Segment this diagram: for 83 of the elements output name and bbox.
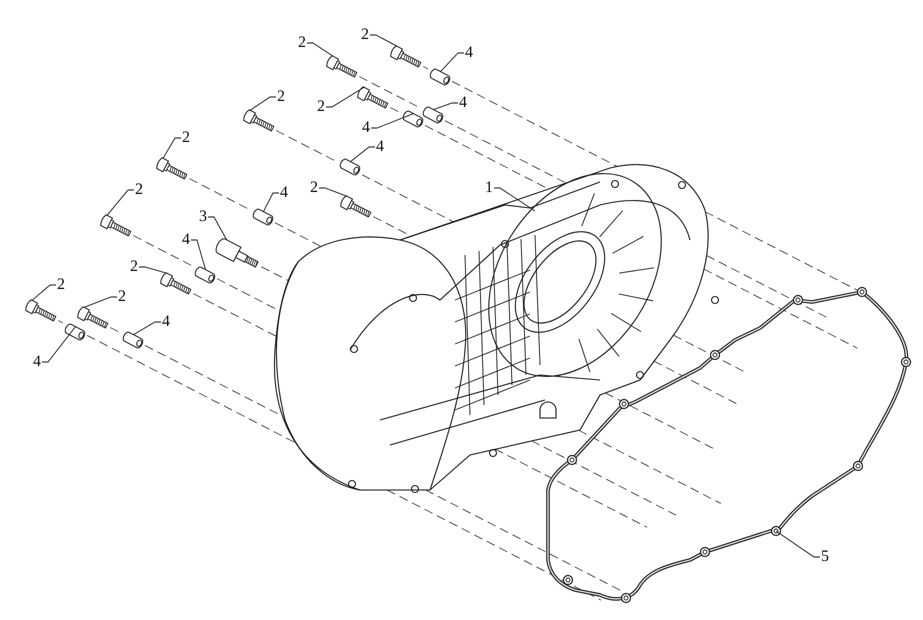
leader-line	[370, 113, 414, 128]
callout-number: 1	[484, 180, 494, 196]
callout-number: 2	[297, 35, 307, 51]
leader-line	[84, 296, 118, 308]
callout-number: 4	[181, 232, 191, 248]
alignment-line	[422, 66, 428, 70]
leader-line	[306, 42, 334, 57]
bolt-drawing	[160, 272, 192, 295]
leader-line	[190, 240, 206, 270]
callout-number: 2	[181, 130, 191, 146]
callout-number: 4	[464, 45, 474, 61]
callout-number: 4	[32, 354, 42, 370]
alignment-line	[703, 268, 858, 349]
alignment-line	[494, 448, 648, 528]
bolt-drawing	[390, 45, 422, 68]
callout-number: 2	[309, 180, 319, 196]
alignment-line	[132, 235, 194, 267]
callout-number: 4	[161, 314, 171, 330]
leader-line	[208, 216, 228, 240]
leader-line	[494, 188, 536, 212]
bolt-drawing	[156, 157, 188, 180]
callout-number: 4	[375, 139, 385, 155]
callout-number: 4	[361, 120, 371, 136]
leader-line	[42, 326, 76, 362]
spacer-drawing	[64, 324, 86, 340]
spacer-drawing	[402, 110, 424, 128]
alignment-line	[274, 222, 322, 247]
alignment-line	[192, 293, 277, 337]
clutch-cover-drawing	[274, 164, 720, 494]
leader-line	[263, 192, 280, 212]
leader-line	[776, 530, 820, 558]
callout-number: 2	[360, 27, 370, 43]
alignment-line	[444, 120, 567, 184]
bolt-drawing	[326, 55, 358, 78]
leader-line	[370, 34, 398, 47]
alignment-line	[578, 430, 722, 504]
gasket-drawing	[546, 286, 912, 604]
alignment-line	[390, 107, 402, 114]
bolt-drawing	[357, 86, 388, 109]
callout-number: 2	[276, 89, 286, 105]
alignment-line	[110, 327, 122, 334]
alignment-line	[653, 360, 739, 405]
callout-number: 2	[134, 182, 144, 198]
bolt-drawing	[340, 195, 372, 218]
alignment-line	[604, 392, 715, 450]
callout-number: 3	[198, 209, 208, 225]
leader-line	[250, 96, 276, 111]
bolt-drawing	[77, 306, 108, 329]
spacer-drawing	[252, 208, 274, 226]
spacer-drawing	[122, 332, 144, 348]
callout-number: 4	[458, 95, 468, 111]
bolt-drawing	[100, 214, 132, 237]
leader-line	[433, 102, 458, 110]
bolt-drawing	[243, 109, 274, 132]
spacer-drawing	[430, 68, 450, 86]
callout-number: 4	[279, 185, 289, 201]
callout-number: 2	[56, 277, 66, 293]
alignment-line	[452, 80, 618, 167]
spacer-drawing	[422, 106, 444, 124]
leader-line	[440, 52, 464, 72]
alignment-line	[704, 211, 860, 292]
spacer-drawing	[194, 266, 216, 284]
leader-line	[326, 86, 365, 108]
alignment-line	[531, 440, 676, 516]
leader-line	[32, 284, 56, 301]
leader-line	[138, 266, 168, 274]
alignment-line	[362, 174, 454, 222]
alignment-line	[86, 334, 296, 444]
leader-line	[162, 138, 182, 159]
leader-line	[133, 322, 162, 336]
leader-line	[318, 188, 348, 197]
alignment-line	[58, 320, 64, 324]
callout-number: 2	[316, 99, 326, 115]
spacer-drawing	[340, 158, 360, 176]
callout-number: 2	[117, 289, 127, 305]
leader-line	[350, 146, 376, 162]
callout-number: 2	[129, 259, 139, 275]
leader-line	[106, 190, 134, 216]
bolt-drawing	[25, 299, 56, 322]
callout-number: 5	[820, 549, 830, 565]
alignment-line	[260, 266, 289, 282]
alignment-line	[386, 490, 602, 601]
stepped-pin-drawing	[216, 238, 259, 268]
